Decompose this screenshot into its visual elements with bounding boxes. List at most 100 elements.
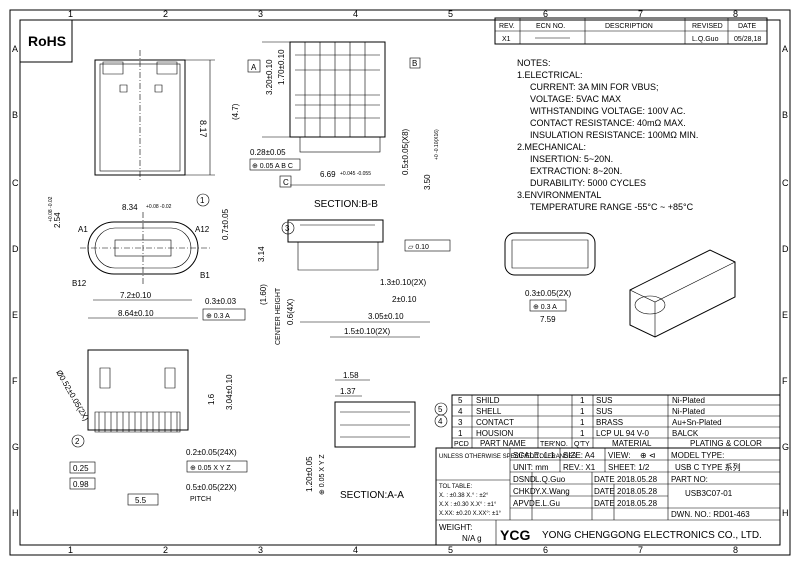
model-type: USB C TYPE 系列 [675, 462, 741, 472]
dim-137: 1.37 [340, 387, 356, 396]
grid-row: A [782, 44, 788, 54]
balloons: 1 2 3 5 4 [71, 193, 448, 448]
bom-plating: BALCK [672, 429, 699, 438]
bom-no: 5 [458, 396, 463, 405]
dim-06x4: 0.6(4X) [286, 298, 295, 325]
bom-table: 5 SHILD 1 SUS Ni-Plated 4 SHELL 1 SUS Ni… [451, 394, 781, 449]
rev: REV.: X1 [563, 463, 596, 472]
tol-03a: ⊕ 0.3 A [206, 313, 230, 320]
dim-2: 2±0.10 [392, 295, 417, 304]
desc-header: DESCRIPTION [605, 23, 653, 30]
grid-col: 4 [353, 545, 358, 555]
chkd-label: CHKD [513, 487, 536, 496]
grid-col: 1 [68, 9, 73, 19]
dim-16: 1.6 [207, 393, 216, 405]
dim-834: 8.34 [122, 203, 138, 212]
rohs-box [19, 19, 73, 63]
bom-mat: LCP UL 94 V-0 [596, 429, 649, 438]
grid-col: 6 [543, 545, 548, 555]
dim-098: 0.98 [73, 480, 89, 489]
company-logo: YCG [500, 527, 530, 543]
grid-row: E [12, 310, 18, 320]
tol-row: X.XX: ±0.20 X.XX°: ±1° [439, 511, 502, 517]
bom-h: PCD [454, 441, 469, 448]
revised-header: REVISED [692, 23, 723, 30]
footprint-drawing: Ø0.52±0.05(2X) 1.6 3.04±0.10 0.25 0.98 5… [54, 349, 248, 506]
title-block: UNLESS OTHERWISE SPECIFIED TOLERANCES TO… [435, 447, 781, 546]
grid-row: F [782, 376, 788, 386]
grid-row: H [12, 508, 19, 518]
note-line: INSULATION RESISTANCE: 100MΩ MIN. [530, 130, 698, 140]
dim-15: 1.5±0.10(2X) [344, 327, 391, 336]
tol-row: X.X : ±0.30 X.X° : ±1° [439, 502, 497, 508]
tol-abc: ⊕ 0.05 A B C [252, 163, 293, 170]
dim-170: 1.70±0.10 [277, 49, 286, 85]
bom-part: HOUSION [476, 429, 514, 438]
size: SIZE: A4 [563, 451, 595, 460]
chkd-name: Y.X.Wang [535, 487, 570, 496]
date-header: DATE [738, 23, 756, 30]
dim-72: 7.2±0.10 [120, 291, 152, 300]
dim-052: Ø0.52±0.05(2X) [54, 369, 90, 423]
company-name: YONG CHENGGONG ELECTRONICS CO., LTD. [542, 530, 762, 541]
tol-title: UNLESS OTHERWISE SPECIFIED TOLERANCES [439, 454, 576, 460]
bom-mat: SUS [596, 407, 612, 416]
dsnd-name: L.Q.Guo [535, 475, 566, 484]
pin-b12: B12 [72, 279, 87, 288]
grid-col: 7 [638, 9, 643, 19]
model-type-label: MODEL TYPE: [671, 451, 724, 460]
grid-col: 2 [163, 9, 168, 19]
dim-55: 5.5 [135, 496, 147, 505]
dwn-no: DWN. NO.: RD01-463 [671, 510, 750, 519]
scale: SCALE: 1:1 [513, 451, 555, 460]
dim-254: 2.54 [53, 212, 62, 228]
grid-col: 5 [448, 9, 453, 19]
bom-qty: 1 [580, 429, 585, 438]
bom-part: SHILD [476, 396, 500, 405]
front-view-drawing: 8.34 +0.08 -0.02 2.54 +0.08 -0.02 0.7±0.… [48, 196, 246, 321]
bom-no: 3 [458, 418, 463, 427]
grid-col: 8 [733, 9, 738, 19]
grid-col: 6 [543, 9, 548, 19]
chkd-date: 2018.05.28 [617, 487, 658, 496]
note-line: DURABILITY: 5000 CYCLES [530, 178, 646, 188]
dim-02x24: 0.2±0.05(24X) [186, 448, 237, 457]
bom-mat: SUS [596, 396, 612, 405]
part-no-label: PART NO: [671, 475, 708, 484]
dsnd-label: DSND [513, 475, 536, 484]
note-line: 2.MECHANICAL: [517, 142, 586, 152]
tol-row: X. : ±0.38 X.° : ±2° [439, 493, 489, 499]
grid-col: 3 [258, 9, 263, 19]
grid-row: H [782, 508, 789, 518]
grid-row: G [782, 442, 789, 452]
view-symbol-icon: ⊕ ⊲ [640, 451, 656, 460]
pitch-label: PITCH [190, 496, 211, 503]
grid-row: F [12, 376, 18, 386]
rev-value: X1 [502, 36, 511, 43]
note-line: CONTACT RESISTANCE: 40mΩ MAX. [530, 118, 686, 128]
dim-07: 0.7±0.05 [221, 208, 230, 240]
note-line: WITHSTANDING VOLTAGE: 100V AC. [530, 106, 686, 116]
center-height: CENTER HEIGHT [275, 287, 282, 345]
notes-title: NOTES: [517, 58, 551, 68]
dim-025: 0.25 [73, 464, 89, 473]
grid-col: 7 [638, 545, 643, 555]
datum-c: C [283, 178, 289, 187]
bom-h: TER'NO. [540, 441, 568, 448]
dim-350-tol: +0 -0.10(X16) [434, 129, 440, 160]
note-line: VOLTAGE: 5VAC MAX [530, 94, 621, 104]
dim-817: 8.17 [198, 120, 208, 138]
dim-05x8: 0.5±0.05(X8) [401, 128, 410, 175]
rev-header: REV. [499, 23, 515, 30]
top-view-drawing: 8.17 [94, 50, 215, 180]
grid-row: E [782, 310, 788, 320]
grid-row: B [782, 110, 788, 120]
bom-h: PLATING & COLOR [690, 439, 762, 448]
dim-834-tol: +0.08 -0.02 [146, 204, 172, 210]
dim-314: 3.14 [257, 246, 266, 262]
pin-a1: A1 [78, 225, 88, 234]
apvd-date-label: DATE [594, 499, 615, 508]
grid-row: C [782, 178, 789, 188]
balloon: 1 [200, 196, 205, 205]
balloon: 3 [285, 224, 290, 233]
